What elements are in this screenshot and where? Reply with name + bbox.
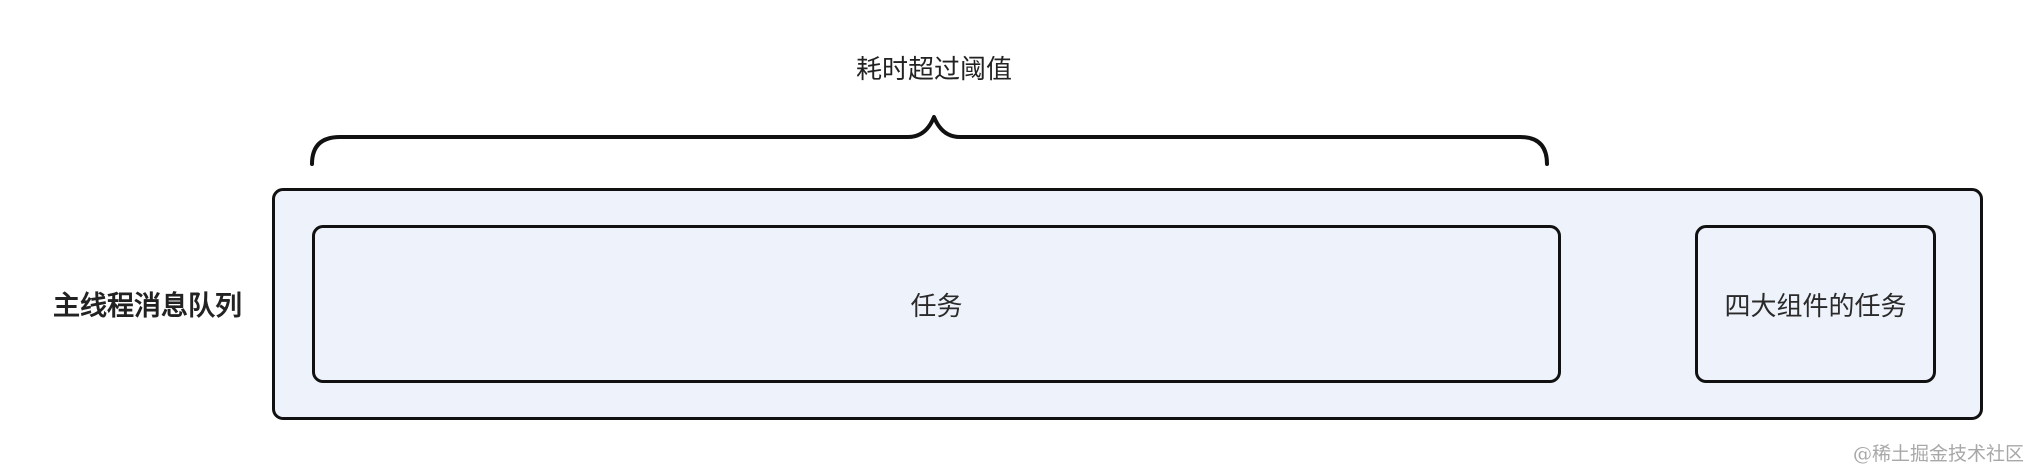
threshold-exceeded-label: 耗时超过阈值 <box>855 55 1012 85</box>
watermark: @稀土掘金技术社区 <box>1852 443 2024 465</box>
four-components-task-label: 四大组件的任务 <box>1724 291 1907 322</box>
four-components-task-block: 四大组件的任务 <box>1695 225 1936 383</box>
task-label: 任务 <box>910 291 963 322</box>
main-thread-message-queue-label: 主线程消息队列 <box>53 291 242 322</box>
task-block: 任务 <box>312 225 1561 383</box>
